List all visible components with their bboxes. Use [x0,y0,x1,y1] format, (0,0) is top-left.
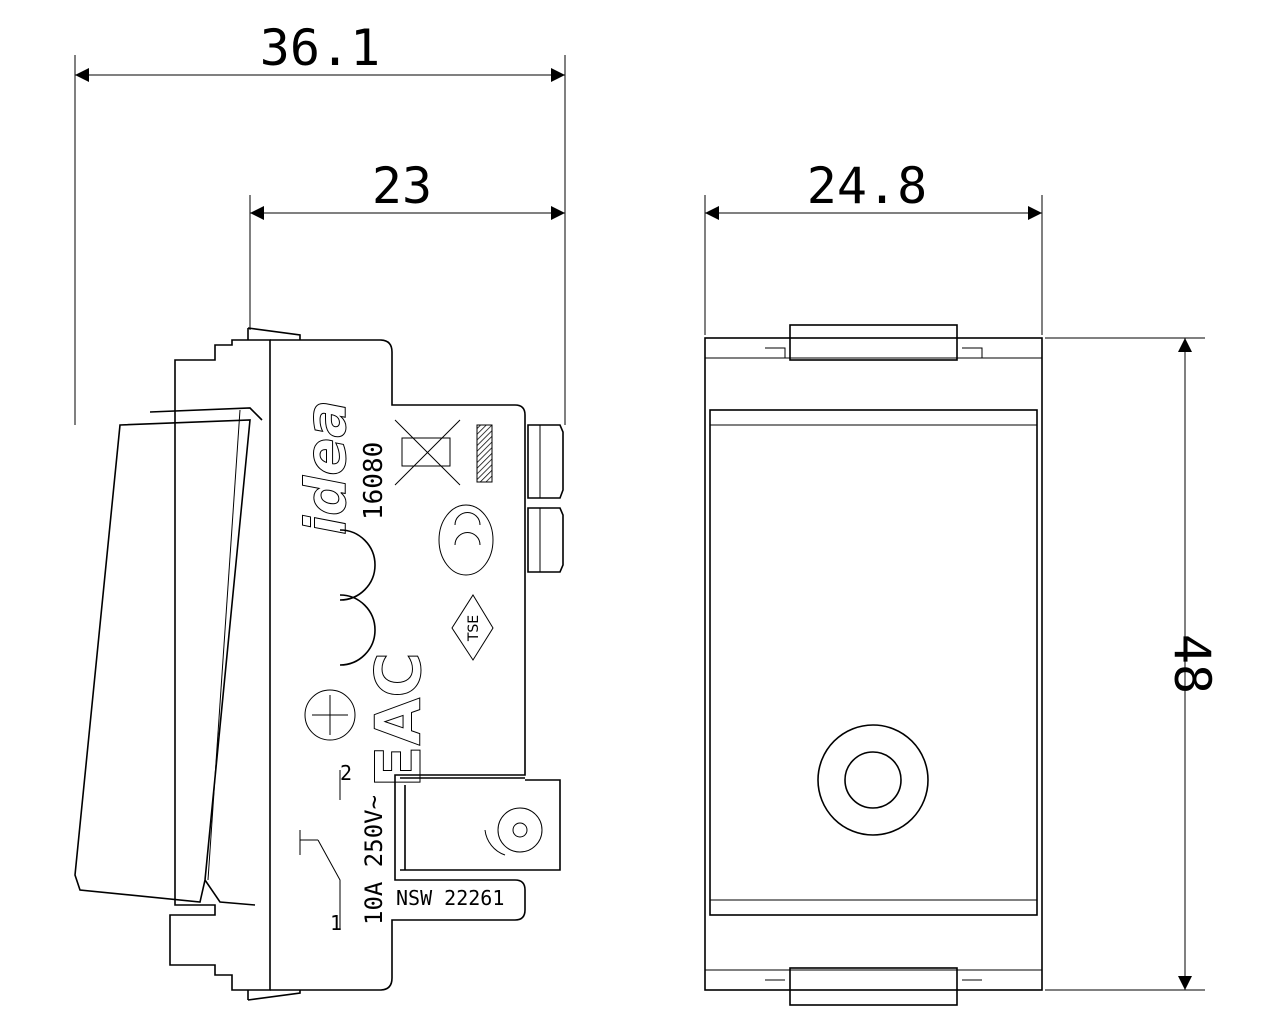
dimension-rear-depth: 23 [249,157,565,330]
dimension-height: 48 [1045,337,1221,991]
svg-text:EAC: EAC [362,652,435,788]
terminal-screw [527,424,564,499]
ground-clip-icon [484,807,543,856]
indicator-ring [817,724,929,836]
terminal-label-2: 2 [340,761,352,785]
switch-front-view [704,324,1043,1006]
rocker [74,419,251,903]
eac-mark-icon: EAC [362,652,436,789]
dimension-label-24-8: 24.8 [807,157,927,215]
dimension-width: 24.8 [704,157,1043,335]
tse-label: TSE [466,615,482,642]
article-code: 16080 [359,442,389,520]
tse-mark-icon: TSE [451,594,494,661]
cc-mark-icon [438,504,494,576]
dimension-overall-depth: 36.1 [74,19,566,425]
idea-logo: idea [294,400,359,535]
rocker-face [709,409,1038,916]
approval-code: NSW 22261 [396,886,504,910]
weee-bin-icon [394,419,461,486]
ce-mark-icon [339,529,376,666]
hatched-bar [476,424,493,483]
switch-symbol-icon [299,770,341,930]
terminal-screw [527,507,564,573]
rating-label: 10A 250V~ [360,795,388,925]
dimension-label-48: 48 [1163,634,1221,694]
terminal-label-1: 1 [330,911,342,935]
dimension-label-23: 23 [372,157,432,215]
switch-side-view: idea 16080 TSE EAC 1 2 10A [74,327,564,1001]
module-frame [704,337,1043,991]
dimension-label-36-1: 36.1 [260,19,380,77]
imq-mark-icon [304,689,356,741]
indicator-lens [844,751,902,809]
